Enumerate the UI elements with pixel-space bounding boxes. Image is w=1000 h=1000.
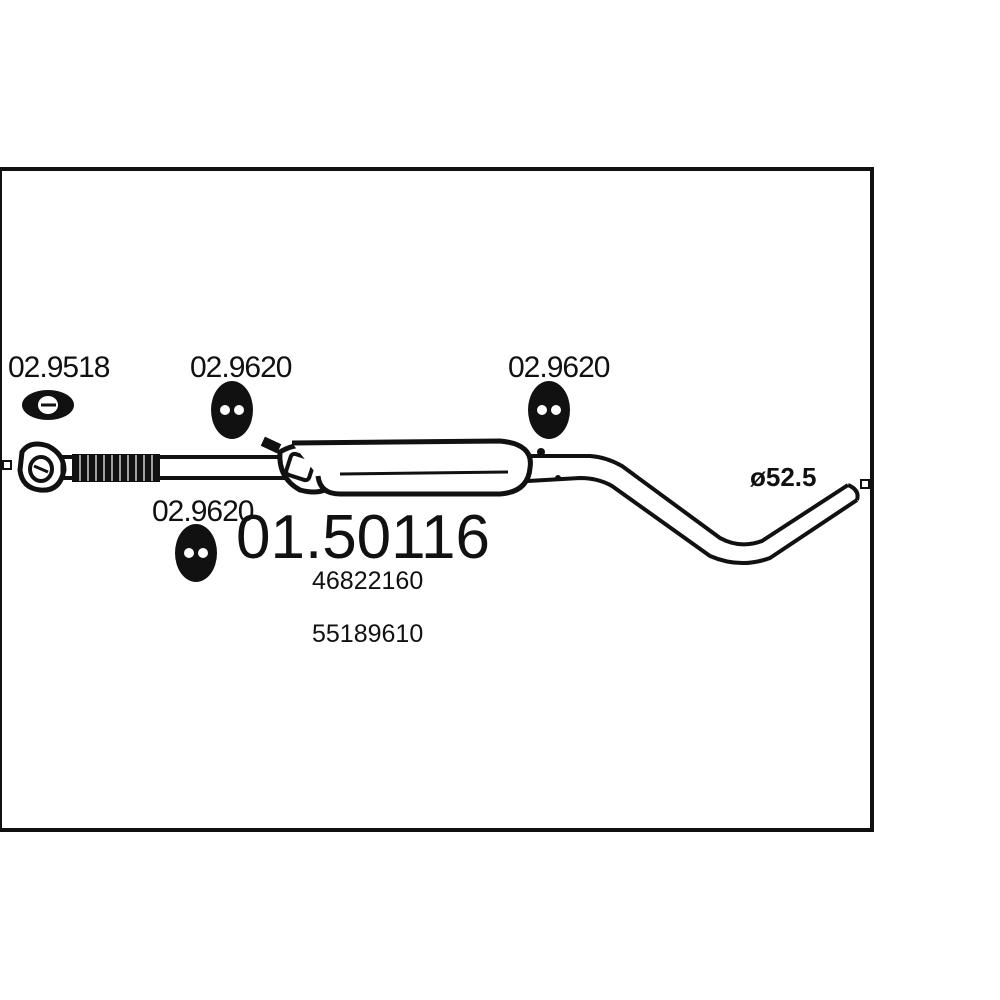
front-flange <box>17 441 67 493</box>
rubber-hanger-icon <box>211 381 253 439</box>
right-end-marker <box>860 479 870 489</box>
hanger-code-top-left: 02.9620 <box>190 351 292 384</box>
gasket-icon <box>22 390 74 420</box>
left-end-marker <box>2 460 12 470</box>
middle-muffler <box>291 438 533 497</box>
hanger-code-top-right: 02.9620 <box>508 351 610 384</box>
diameter-label: ø52.5 <box>750 462 817 492</box>
rubber-hanger-icon <box>175 524 217 582</box>
flex-section <box>72 454 160 482</box>
hanger-code-bottom: 02.9620 <box>152 495 254 528</box>
diagram-frame <box>0 167 874 832</box>
rear-pipe <box>527 454 860 565</box>
gasket-code: 02.9518 <box>8 351 110 384</box>
sensor-boss <box>260 436 282 454</box>
part-number: 01.50116 <box>236 503 490 572</box>
oem-number-2: 55189610 <box>312 620 423 648</box>
rubber-hanger-icon <box>528 381 570 439</box>
oem-number-1: 46822160 <box>312 567 423 595</box>
